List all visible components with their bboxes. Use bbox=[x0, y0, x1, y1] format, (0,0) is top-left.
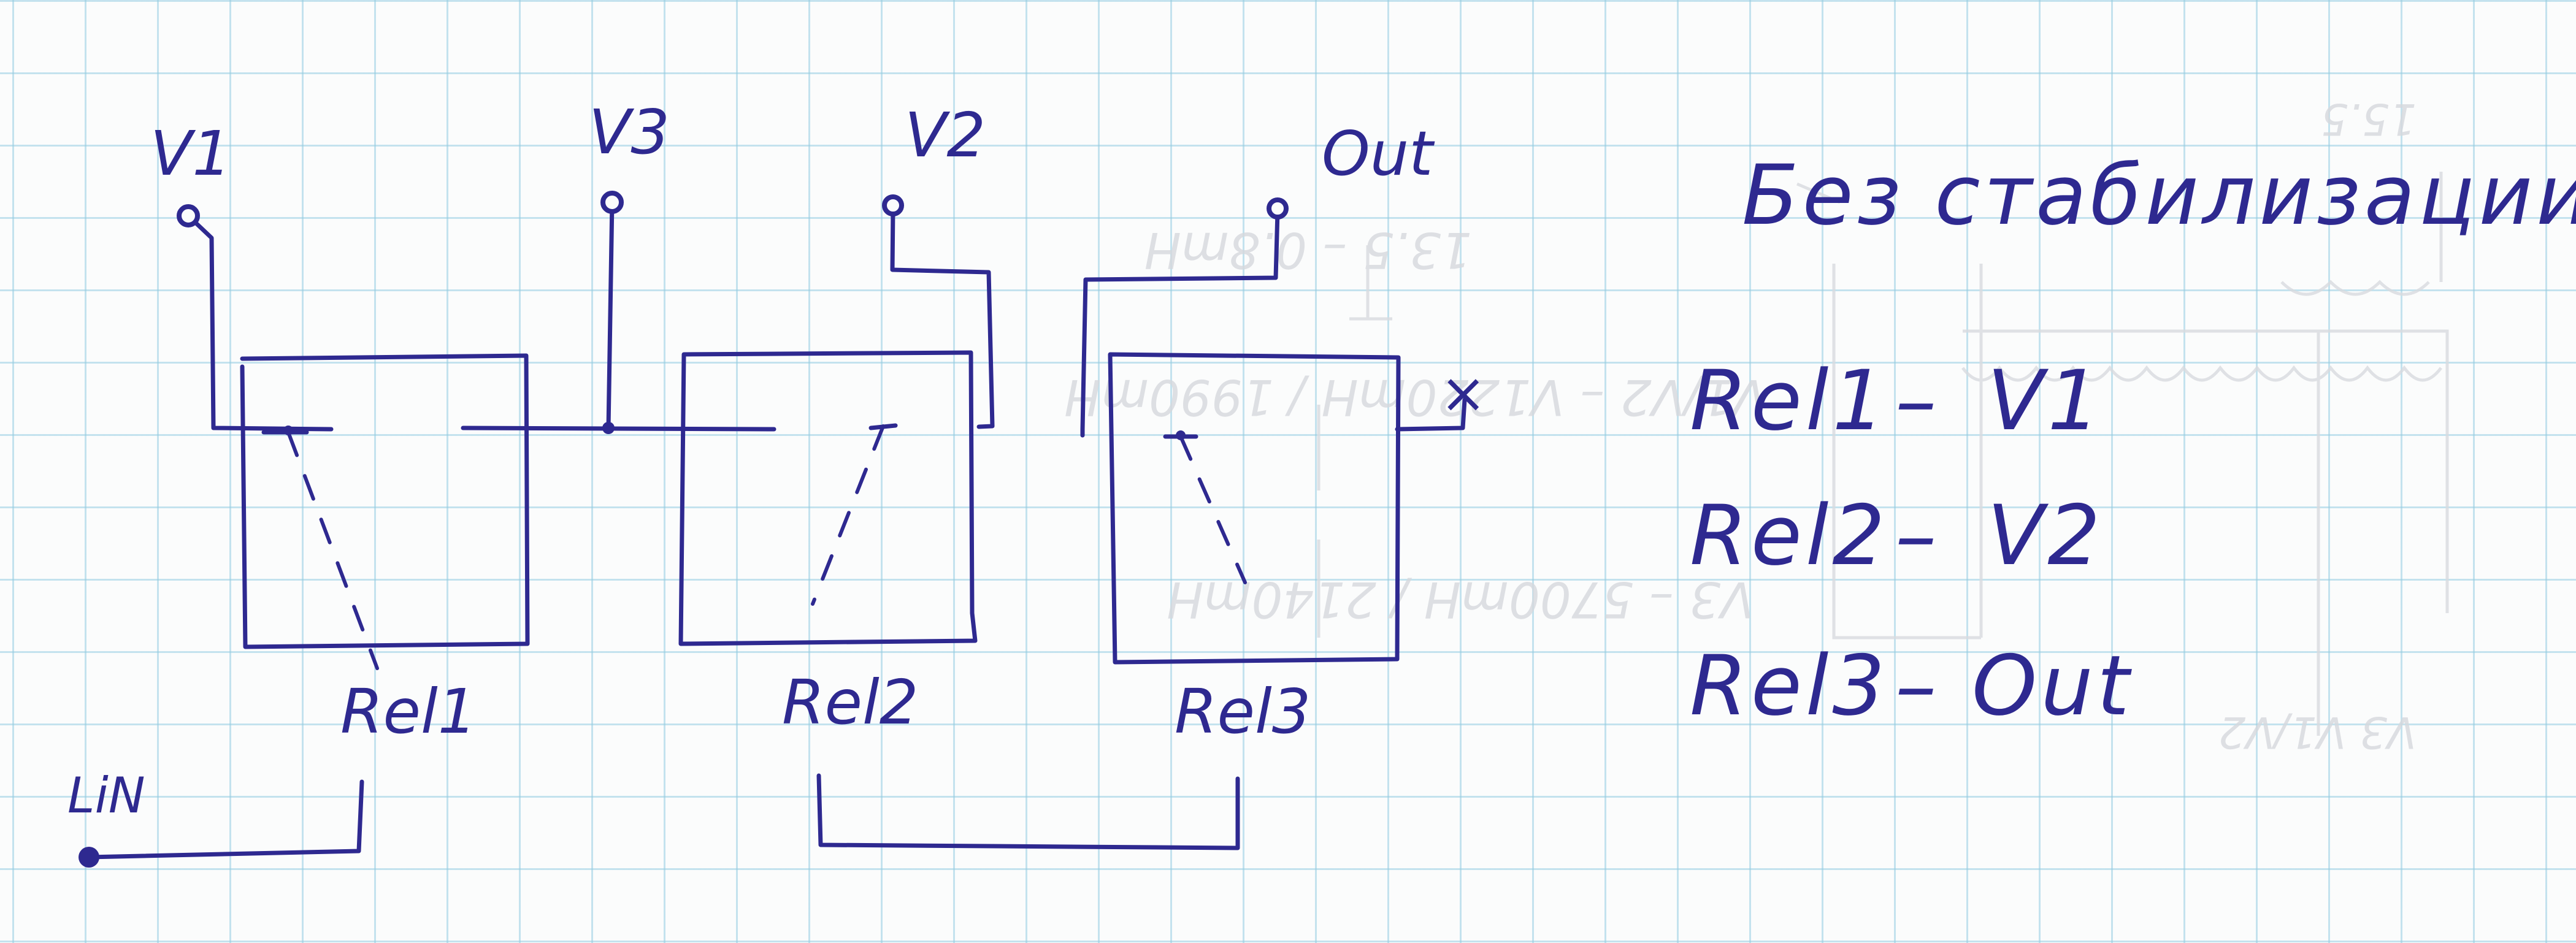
notes-block: Без стабилизации Rel1 – V1 Rel2 – V2 Rel… bbox=[1690, 147, 2576, 734]
junction-dot-v3 bbox=[602, 422, 615, 434]
terminal-lin bbox=[79, 847, 99, 868]
mapping-signal: Out bbox=[1972, 638, 2133, 734]
svg-text:15.5: 15.5 bbox=[2321, 94, 2417, 144]
label-rel2: Rel2 bbox=[782, 666, 918, 738]
mapping-relay: Rel2 bbox=[1690, 487, 1888, 584]
label-lin: LiN bbox=[67, 767, 145, 824]
label-v1: V1 bbox=[150, 118, 231, 189]
mapping-row-2: Rel2 – V2 bbox=[1690, 487, 2104, 584]
wire-v1 bbox=[186, 213, 334, 432]
svg-text:V1/V2 – V1220mH / 1990mH: V1/V2 – V1220mH / 1990mH bbox=[1064, 368, 1766, 426]
mapping-row-3: Rel3 – Out bbox=[1690, 638, 2133, 734]
terminals bbox=[79, 191, 1289, 868]
label-v3: V3 bbox=[589, 96, 670, 168]
mapping-dash: – bbox=[1895, 638, 1941, 734]
mapping-relay: Rel3 bbox=[1690, 638, 1888, 734]
relay-3-contact-arm bbox=[1179, 435, 1247, 584]
unconnected-contact-mark: × bbox=[1440, 361, 1486, 426]
relay-2-coil-box bbox=[678, 350, 978, 646]
svg-text:V3 – 5700mH / 2140mH: V3 – 5700mH / 2140mH bbox=[1167, 571, 1754, 628]
wire-out bbox=[1080, 209, 1280, 438]
mapping-dash: – bbox=[1895, 353, 1941, 449]
relay-3-coil-box bbox=[1108, 352, 1401, 665]
wire-v2 bbox=[890, 206, 995, 429]
label-rel3: Rel3 bbox=[1175, 676, 1311, 747]
label-out: Out bbox=[1322, 118, 1435, 189]
terminal-v2 bbox=[882, 194, 904, 216]
mapping-row-1: Rel1 – V1 bbox=[1690, 353, 2104, 449]
wire-rel2-rel3 bbox=[816, 773, 1240, 850]
terminal-out bbox=[1267, 197, 1289, 220]
label-v2: V2 bbox=[905, 99, 986, 171]
terminal-v3 bbox=[600, 191, 624, 214]
wire-lin bbox=[86, 779, 364, 860]
label-rel1: Rel1 bbox=[340, 676, 477, 747]
relay-2-wiper bbox=[868, 423, 898, 430]
mapping-signal: V2 bbox=[1987, 487, 2104, 584]
relay-1-contact-arm bbox=[286, 430, 379, 670]
bleed-through-sketch: 15.5 13.5 – 0.8mH V1/V2 – V1220mH / 1990… bbox=[1064, 94, 2449, 757]
svg-text:V3 V1/V2: V3 V1/V2 bbox=[2218, 707, 2417, 757]
svg-text:13.5 – 0.8mH: 13.5 – 0.8mH bbox=[1144, 221, 1472, 278]
terminal-v1 bbox=[177, 204, 200, 227]
wire-v3 bbox=[606, 200, 615, 430]
wiring bbox=[86, 200, 1467, 860]
relay-1-coil-box bbox=[240, 353, 530, 649]
notes-heading: Без стабилизации bbox=[1742, 147, 2576, 243]
relay-2 bbox=[678, 350, 978, 646]
relay-1 bbox=[240, 353, 530, 670]
mapping-signal: V1 bbox=[1987, 353, 2104, 449]
wire-relay3-nc bbox=[1395, 397, 1467, 432]
mapping-dash: – bbox=[1895, 487, 1941, 584]
relay-2-contact-arm bbox=[811, 424, 885, 606]
relay-3 bbox=[1108, 352, 1401, 665]
wire-common-bus bbox=[461, 426, 776, 432]
mapping-relay: Rel1 bbox=[1690, 353, 1888, 449]
